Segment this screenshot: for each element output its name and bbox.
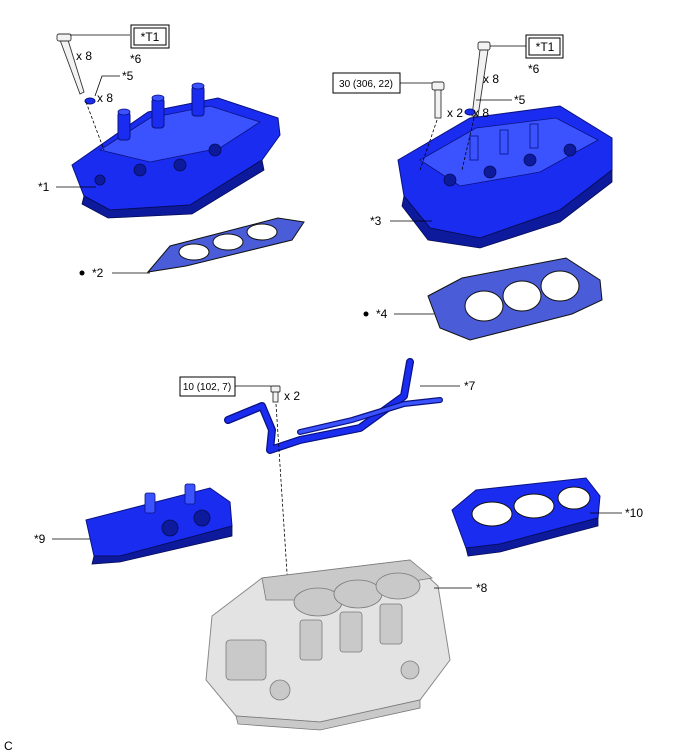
callout-2: *2: [92, 266, 104, 280]
right-head-bolt-icon: [471, 41, 491, 117]
callout-10: *10: [625, 506, 643, 520]
qty-small-bolt: x 2: [447, 106, 463, 120]
left-head-bolt-icon: [56, 33, 85, 95]
callout-9: *9: [34, 532, 46, 546]
qty-right-washer: x 8: [473, 106, 489, 120]
t1-label-left: *T1: [141, 30, 160, 44]
left-head-gasket: [146, 217, 305, 273]
cylinder-block: [205, 559, 451, 731]
callout-1: *1: [38, 180, 50, 194]
torque-water-pipe: 10 (102, 7): [183, 382, 231, 393]
new-part-dot-2: [79, 270, 85, 276]
callout-5-right: *5: [514, 93, 526, 107]
right-head-gasket: [427, 257, 603, 341]
water-bypass-pipe: [224, 358, 443, 454]
callout-7: *7: [464, 379, 476, 393]
right-small-bolt-icon: [431, 81, 445, 119]
torque-box-right: 30 (306, 22): [332, 72, 401, 94]
illustration-code: C: [4, 739, 13, 753]
qty-right-bolt: x 8: [483, 72, 499, 86]
torque-right-head: 30 (306, 22): [339, 79, 393, 90]
callout-8: *8: [476, 581, 488, 595]
t1-box-left: *T1: [130, 24, 170, 49]
callout-6-right: *6: [528, 62, 540, 76]
right-water-jacket-spacer: [451, 477, 601, 557]
qty-left-bolt: x 8: [76, 49, 92, 63]
torque-box-pipe: 10 (102, 7): [179, 376, 236, 397]
right-washer-icon: [464, 108, 476, 116]
callout-6-left: *6: [130, 52, 142, 66]
right-cylinder-head: [397, 105, 613, 249]
t1-label-right: *T1: [536, 40, 555, 54]
qty-left-washer: x 8: [97, 91, 113, 105]
new-part-dot-4: [363, 311, 369, 317]
left-cylinder-head: [71, 82, 281, 219]
callout-5-left: *5: [122, 69, 134, 83]
left-water-jacket-spacer: [85, 483, 233, 565]
callout-4: *4: [376, 307, 388, 321]
qty-pipe-bolt: x 2: [284, 389, 300, 403]
left-washer-icon: [84, 97, 96, 105]
callout-3: *3: [370, 214, 382, 228]
pipe-bolt-icon: [270, 385, 281, 403]
t1-box-right: *T1: [525, 34, 564, 59]
